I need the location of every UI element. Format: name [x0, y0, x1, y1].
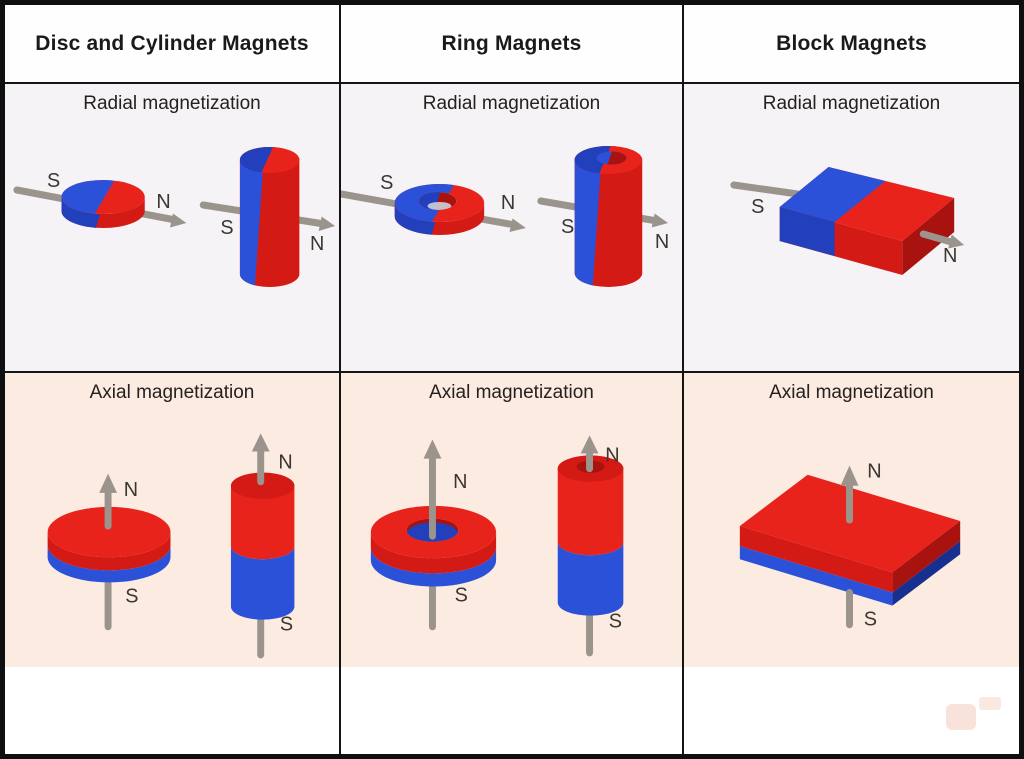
south-pole-label: S [220, 217, 233, 239]
magnetization-arrow [730, 181, 802, 198]
axial-caption: Axial magnetization [89, 382, 255, 403]
block-right-red [892, 521, 961, 593]
south-pole-label: S [561, 216, 574, 238]
south-pole-label: S [751, 196, 764, 218]
tube-top-half-red [557, 455, 624, 556]
footer-cell [341, 667, 684, 754]
block-top-blue [779, 167, 886, 222]
tube-bottom-half-blue [557, 542, 624, 616]
disc-side-red [47, 532, 171, 571]
cylinder-bottom-half-blue [230, 546, 295, 620]
north-pole-label: N [156, 191, 170, 213]
watermark [979, 697, 1001, 710]
arrowhead-icon [99, 473, 117, 493]
north-pole-label: N [310, 233, 324, 255]
axial-caption: Axial magnetization [769, 382, 934, 403]
cell-disc-cylinder-radial: Radial magnetization S N S [5, 84, 341, 373]
cell-block-radial: Radial magnetization S N [684, 84, 1019, 373]
ring-side-red [370, 532, 497, 574]
block-right-blue [892, 541, 961, 606]
cylinder-top-face [230, 472, 295, 499]
south-pole-label: S [47, 170, 60, 192]
radial-caption: Radial magnetization [422, 93, 601, 114]
block-axial-figure: N S [739, 461, 961, 631]
arrowhead-icon [948, 234, 965, 249]
ring-top-red [370, 505, 497, 559]
north-pole-label: N [943, 245, 957, 267]
south-pole-label: S [125, 585, 138, 607]
radial-caption: Radial magnetization [762, 93, 941, 114]
header-ring-label: Ring Magnets [441, 31, 582, 55]
block-front-red [739, 526, 893, 593]
arrowhead-icon [170, 213, 187, 228]
ring-bottom-blue [370, 547, 497, 587]
header-block-label: Block Magnets [776, 31, 927, 55]
north-pole-label: N [453, 471, 467, 493]
header-disc-cylinder: Disc and Cylinder Magnets [5, 5, 341, 84]
block-front-blue [779, 207, 835, 256]
cell-block-axial: Axial magnetization N S [684, 373, 1019, 667]
cell-disc-cylinder-axial: Axial magnetization N S N S [5, 373, 341, 667]
north-pole-label: N [867, 461, 881, 483]
disc-top-red [47, 506, 171, 558]
arrowhead-icon [509, 218, 526, 232]
ring-axial-figure: N S N S [370, 435, 624, 657]
disc-cylinder-axial-figure: N S N S [47, 433, 295, 659]
footer-cell [684, 667, 1019, 754]
header-disc-cylinder-label: Disc and Cylinder Magnets [35, 31, 309, 55]
north-pole-label: N [655, 231, 669, 253]
cell-ring-axial: Axial magnetization N S N S [341, 373, 684, 667]
arrowhead-icon [318, 216, 336, 231]
south-pole-label: S [455, 584, 468, 606]
magnetization-arrow [919, 230, 955, 246]
block-front-blue [739, 546, 893, 606]
radial-caption: Radial magnetization [83, 93, 261, 114]
axial-caption: Axial magnetization [429, 382, 594, 403]
south-pole-label: S [609, 611, 622, 633]
disc-cylinder-radial-figure: S N S N [13, 147, 336, 287]
cylinder-body-blue [239, 147, 265, 287]
header-ring: Ring Magnets [341, 5, 684, 84]
arrowhead-icon [423, 439, 442, 459]
arrowhead-icon [251, 433, 270, 452]
south-pole-label: S [380, 172, 393, 194]
disc-bottom-blue [47, 545, 171, 583]
arrowhead-icon [651, 213, 669, 228]
north-pole-label: N [605, 444, 619, 466]
north-pole-label: N [124, 479, 138, 501]
tube-body-blue [574, 146, 603, 287]
north-pole-label: N [501, 192, 515, 214]
footer-cell [5, 667, 341, 754]
ring-hole-glare [427, 202, 452, 210]
arrowhead-icon [580, 435, 599, 454]
north-pole-label: N [278, 452, 292, 474]
watermark [946, 704, 976, 730]
south-pole-label: S [280, 614, 293, 636]
cell-ring-radial: Radial magnetization S N [341, 84, 684, 373]
block-radial-figure: S N [730, 167, 965, 275]
header-block: Block Magnets [684, 5, 1019, 84]
block-top-red [739, 474, 961, 573]
arrowhead-icon [840, 465, 859, 486]
south-pole-label: S [864, 609, 877, 631]
ring-radial-figure: S N S N [341, 146, 669, 287]
